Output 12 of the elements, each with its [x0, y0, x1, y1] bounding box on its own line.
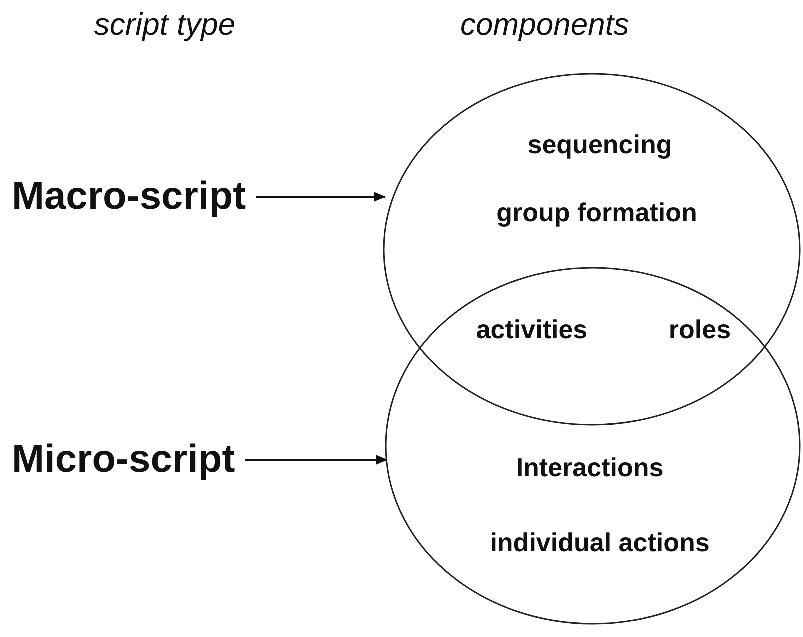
script-type-label: Micro-script — [12, 438, 236, 482]
set-item: roles — [668, 314, 732, 346]
arrow — [245, 455, 388, 465]
set-item: sequencing — [528, 130, 672, 160]
set-item: group formation — [496, 198, 698, 228]
arrow — [256, 192, 386, 202]
column-heading: components — [460, 7, 630, 43]
script-type-label: Macro-script — [12, 175, 246, 219]
set-item: Interactions — [516, 452, 664, 484]
column-heading: script type — [94, 7, 236, 43]
set-item: activities — [476, 314, 588, 346]
set-item: individual actions — [490, 528, 710, 558]
